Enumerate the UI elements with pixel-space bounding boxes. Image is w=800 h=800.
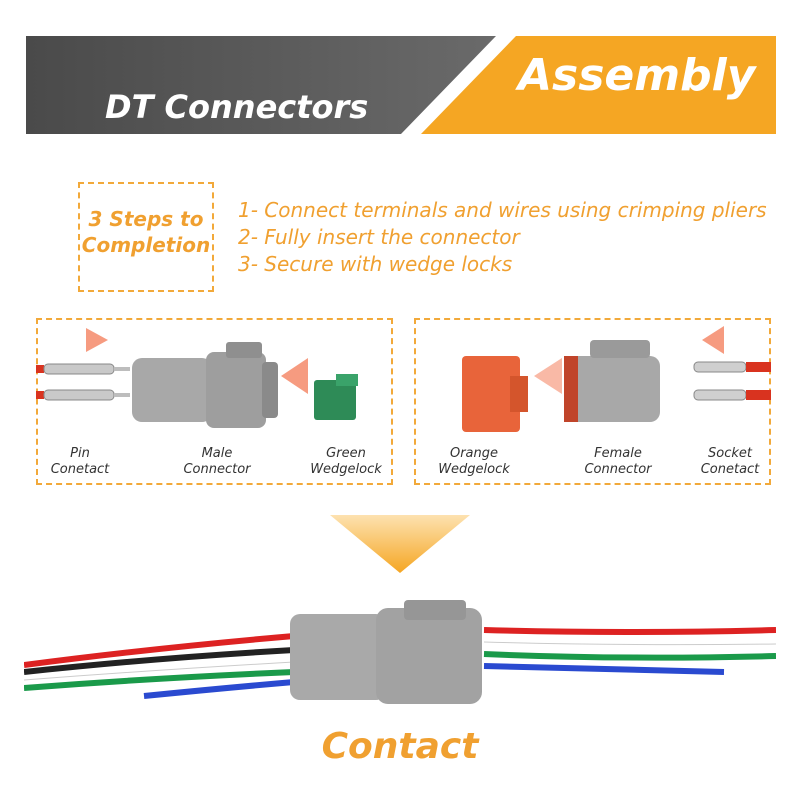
header-banner — [26, 36, 776, 134]
header-orange-band — [421, 36, 776, 134]
down-arrow-icon — [330, 515, 470, 573]
pin-contact-icon — [36, 363, 130, 401]
page-title: DT Connectors — [105, 88, 369, 126]
step-3: 3- Secure with wedge locks — [238, 252, 513, 276]
orange-wedgelock-icon — [462, 356, 528, 432]
male-connector-icon — [132, 342, 278, 428]
contact-label: Contact — [321, 726, 479, 767]
insert-arrow-left-icon — [281, 358, 308, 394]
assembled-connector-body — [290, 600, 482, 704]
step-1: 1- Connect terminals and wires using cri… — [238, 198, 767, 222]
green-wedgelock-icon — [314, 374, 358, 420]
female-panel-illustration — [462, 326, 771, 432]
assembled-connector-illustration — [24, 600, 776, 704]
male-panel-illustration — [36, 328, 358, 428]
insert-arrow-icon — [86, 328, 108, 352]
insert-arrow-icon-2 — [534, 358, 562, 394]
wire-bundle-left — [24, 633, 295, 699]
steps-box — [78, 182, 214, 292]
male-panel — [36, 318, 393, 485]
header-dark-band — [26, 36, 496, 134]
socket-contact-icon — [693, 361, 771, 401]
female-connector-icon — [564, 340, 660, 422]
female-panel — [414, 318, 771, 485]
step-2: 2- Fully insert the connector — [238, 225, 520, 249]
steps-title: 3 Steps to Completion — [78, 206, 214, 258]
assembly-badge: Assembly — [518, 50, 756, 101]
steps-title-line2: Completion — [81, 233, 211, 257]
insert-arrow-left-icon-2 — [702, 326, 724, 354]
wire-bundle-right — [483, 627, 776, 675]
steps-title-line1: 3 Steps to — [88, 207, 204, 231]
